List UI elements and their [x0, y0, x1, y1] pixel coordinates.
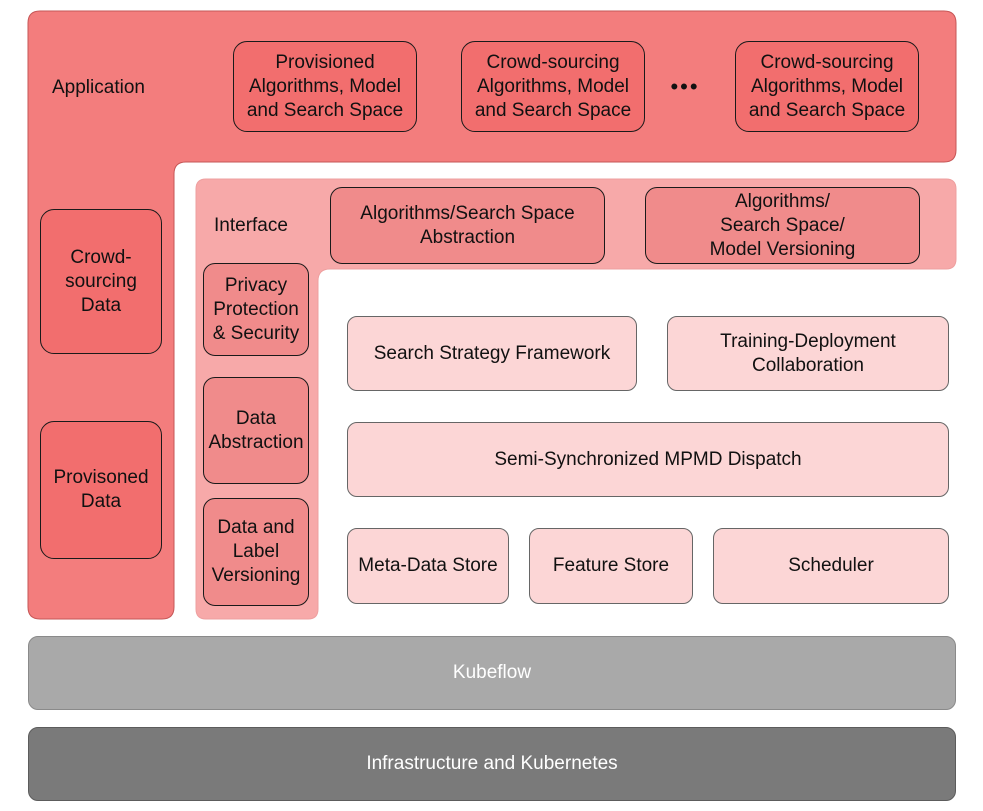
kubeflow-layer: Kubeflow: [28, 636, 956, 710]
search-strategy-framework-box: Search Strategy Framework: [347, 316, 637, 391]
crowdsourcing-algorithms-box-2: Crowd-sourcing Algorithms, Model and Sea…: [735, 41, 919, 132]
data-label-versioning-box: Data and Label Versioning: [203, 498, 309, 606]
feature-store-box: Feature Store: [529, 528, 693, 604]
model-versioning-box: Algorithms/ Search Space/ Model Versioni…: [645, 187, 920, 264]
scheduler-box: Scheduler: [713, 528, 949, 604]
data-abstraction-box: Data Abstraction: [203, 377, 309, 484]
crowdsourcing-algorithms-box: Crowd-sourcing Algorithms, Model and Sea…: [461, 41, 645, 132]
crowdsourcing-data-box: Crowd- sourcing Data: [40, 209, 162, 354]
application-label: Application: [52, 77, 145, 98]
provisioned-data-box: Provisoned Data: [40, 421, 162, 559]
interface-label: Interface: [214, 215, 288, 236]
mpmd-dispatch-box: Semi-Synchronized MPMD Dispatch: [347, 422, 949, 497]
infrastructure-layer: Infrastructure and Kubernetes: [28, 727, 956, 801]
ellipsis: •••: [670, 74, 700, 99]
privacy-protection-box: Privacy Protection & Security: [203, 263, 309, 356]
meta-data-store-box: Meta-Data Store: [347, 528, 509, 604]
provisioned-algorithms-box: Provisioned Algorithms, Model and Search…: [233, 41, 417, 132]
training-deployment-box: Training-Deployment Collaboration: [667, 316, 949, 391]
search-space-abstraction-box: Algorithms/Search Space Abstraction: [330, 187, 605, 264]
